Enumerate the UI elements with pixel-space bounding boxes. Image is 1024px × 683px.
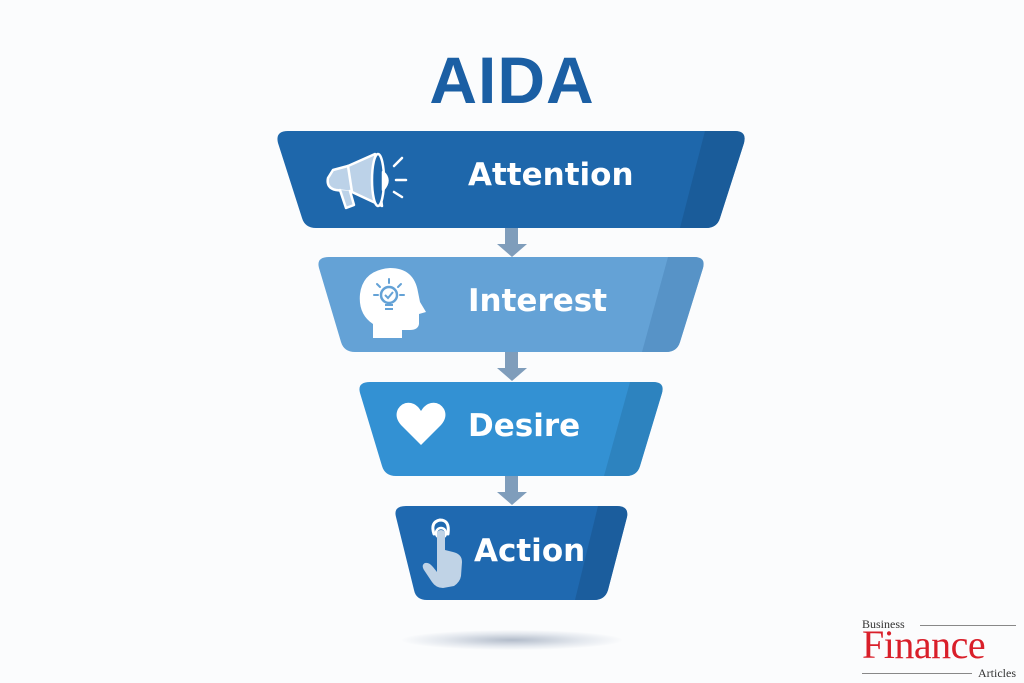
stage-label-action: Action	[474, 533, 586, 569]
logo-divider	[862, 673, 972, 674]
logo-divider	[920, 625, 1016, 626]
pointer-hand-click-icon	[422, 518, 462, 588]
stage-label-desire: Desire	[468, 408, 581, 444]
diagram-title: AIDA	[429, 43, 595, 117]
arrow-down-icon	[497, 352, 527, 381]
stage-label-interest: Interest	[468, 283, 608, 319]
stage-label-attention: Attention	[468, 157, 634, 193]
brand-logo: Business Finance Articles	[862, 617, 1018, 680]
arrow-down-icon	[497, 476, 527, 505]
megaphone-icon	[326, 152, 408, 210]
arrow-down-icon	[497, 228, 527, 257]
heart-icon	[396, 402, 446, 445]
head-lightbulb-icon	[359, 268, 426, 338]
stage-attention	[277, 131, 745, 228]
logo-top-text: Business	[862, 617, 905, 631]
logo-bottom-text: Articles	[978, 666, 1016, 680]
logo-main-text: Finance	[862, 622, 986, 667]
funnel-shadow	[402, 630, 622, 650]
